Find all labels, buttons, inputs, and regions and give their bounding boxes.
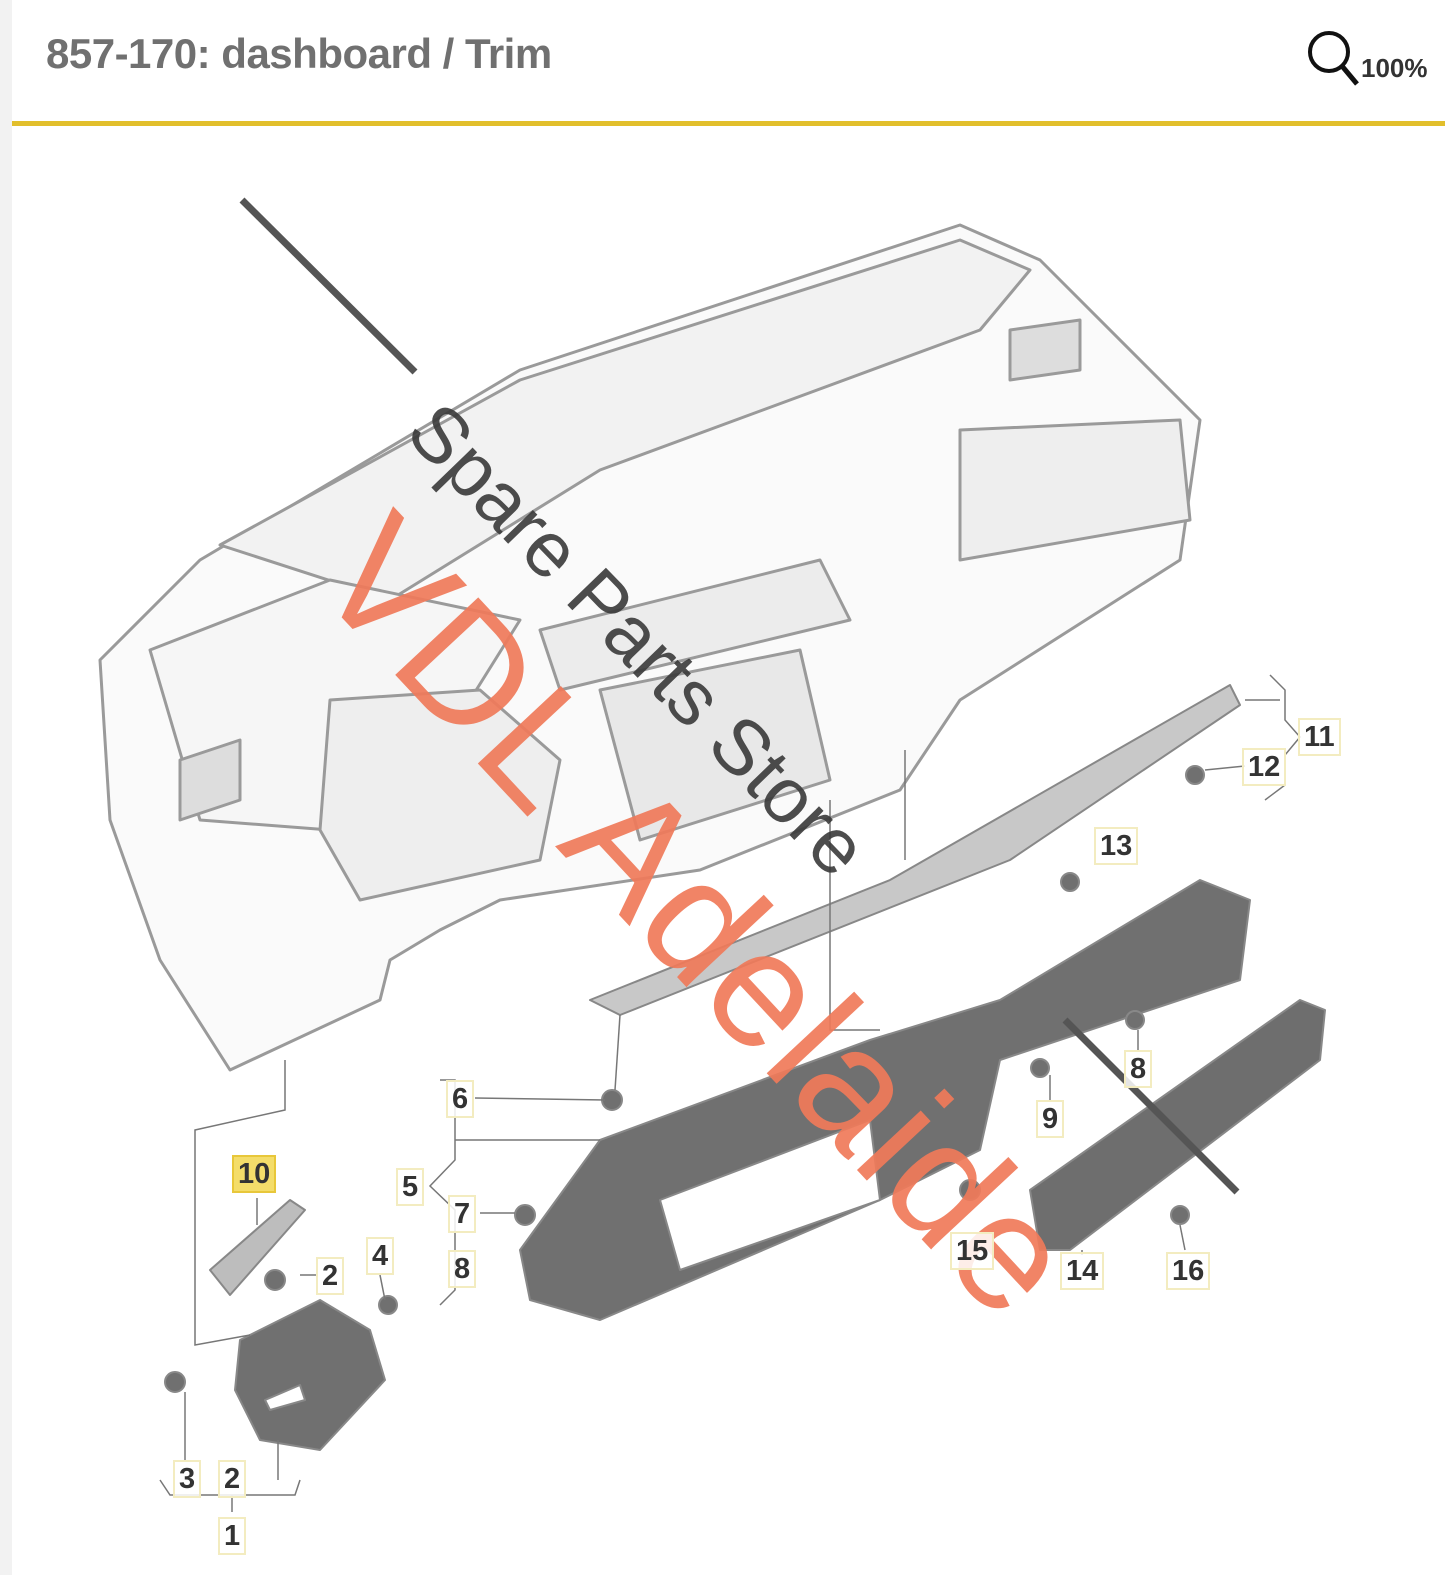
callout-2[interactable]: 2	[218, 1460, 247, 1498]
callout-16[interactable]: 16	[1166, 1252, 1211, 1290]
callout-8[interactable]: 8	[1124, 1050, 1153, 1088]
zoom-control[interactable]: 100%	[1305, 28, 1428, 88]
callout-4[interactable]: 4	[366, 1237, 395, 1275]
zoom-level: 100%	[1361, 53, 1428, 83]
magnifier-icon	[1308, 31, 1359, 86]
callout-8[interactable]: 8	[448, 1250, 477, 1288]
callout-13[interactable]: 13	[1094, 827, 1139, 865]
callout-7[interactable]: 7	[448, 1195, 477, 1233]
callout-3[interactable]: 3	[173, 1460, 202, 1498]
left-border	[0, 0, 12, 1575]
callout-10-highlighted[interactable]: 10	[232, 1155, 277, 1193]
watermark-line	[239, 197, 418, 375]
trim-parts	[164, 684, 1326, 1451]
callout-6[interactable]: 6	[446, 1080, 475, 1118]
callout-11[interactable]: 11	[1298, 718, 1341, 756]
callout-14[interactable]: 14	[1060, 1252, 1105, 1290]
dashboard-assembly	[98, 223, 1202, 1072]
header-divider	[12, 121, 1445, 126]
watermark-line	[1062, 1017, 1240, 1195]
callout-5[interactable]: 5	[396, 1168, 425, 1206]
callout-2[interactable]: 2	[316, 1257, 345, 1295]
callout-9[interactable]: 9	[1036, 1100, 1065, 1138]
page-title: 857-170: dashboard / Trim	[46, 30, 552, 77]
callout-1[interactable]: 1	[218, 1517, 247, 1555]
callout-12[interactable]: 12	[1242, 748, 1287, 786]
callout-15[interactable]: 15	[950, 1232, 995, 1270]
